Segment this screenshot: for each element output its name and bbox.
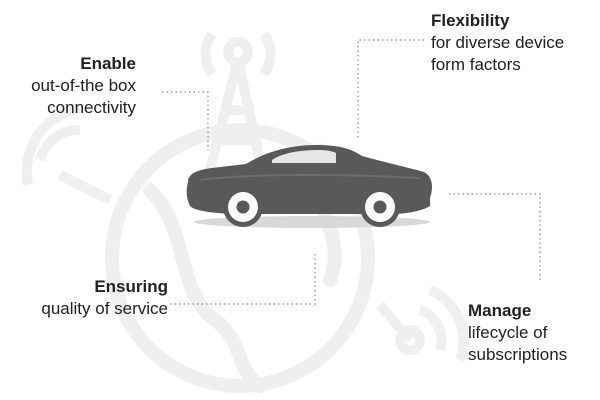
callout-manage-heading: Manage [468,301,532,320]
connector-flexibility [357,39,424,138]
callout-enable: Enable out-of-the box connectivity [6,53,136,119]
connector-manage [449,193,541,283]
signal-waves-icon [21,103,469,362]
callout-enable-line-1: out-of-the box [31,76,136,95]
callout-ensuring: Ensuring quality of service [10,276,168,320]
car-front-wheel [223,187,263,227]
globe-icon [105,123,375,393]
callout-enable-line-2: connectivity [47,98,136,117]
car-rear-wheel [360,187,400,227]
connector-enable [162,91,209,150]
callout-ensuring-heading: Ensuring [94,277,168,296]
connector-ensuring [170,252,316,305]
callout-enable-heading: Enable [80,54,136,73]
callout-flexibility: Flexibility for diverse device form fact… [431,10,596,76]
callout-ensuring-line-1: quality of service [41,299,168,318]
callout-flexibility-line-1: for diverse device [431,33,565,52]
callout-manage: Manage lifecycle of subscriptions [468,300,596,366]
callout-flexibility-heading: Flexibility [431,11,510,30]
antenna-tower-icon [200,31,276,172]
callout-manage-line-1: lifecycle of [468,323,548,342]
callout-flexibility-line-2: form factors [431,55,521,74]
callout-manage-line-2: subscriptions [468,345,568,364]
